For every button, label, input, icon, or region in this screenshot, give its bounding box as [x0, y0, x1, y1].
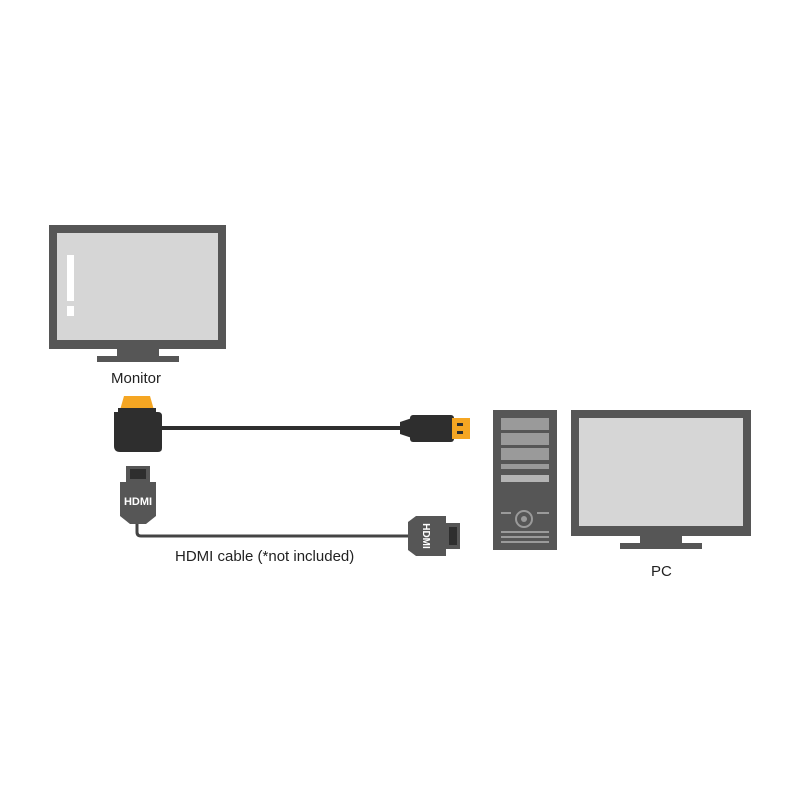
- monitor-screen: [57, 233, 218, 340]
- usb-plug-slot-2: [457, 431, 463, 434]
- hdmi-plug-end-tip-inner: [449, 527, 457, 545]
- hdmi-cable-label: HDMI cable (*not included): [175, 548, 355, 565]
- monitor-neck: [117, 349, 159, 356]
- pc-monitor-screen: [579, 418, 743, 526]
- hdmi-adapter-body: [114, 412, 162, 452]
- adapter-cable: [114, 396, 470, 452]
- hdmi-plug-top-tip-inner: [130, 469, 146, 479]
- pc-tower-vent-left: [501, 512, 511, 514]
- pc-label: PC: [651, 563, 672, 580]
- hdmi-plug-end-label: HDMI: [420, 523, 431, 549]
- pc-tower-power-button-ring: [515, 510, 533, 528]
- hdmi-adapter-gold-tip: [120, 396, 154, 410]
- hdmi-plug-top-label: HDMI: [124, 496, 152, 508]
- pc-tower-power-button: [521, 516, 527, 522]
- pc-monitor: [571, 410, 751, 549]
- pc-tower: [493, 410, 557, 550]
- usb-plug-strain-relief: [400, 418, 412, 438]
- hdmi-plug-end-body: [408, 516, 446, 556]
- monitor-label: Monitor: [111, 370, 162, 387]
- pc-monitor-base: [620, 543, 702, 549]
- hdmi-adapter-collar: [118, 408, 156, 414]
- hdmi-cable-wire: [135, 520, 410, 538]
- usb-plug-gold-tip: [452, 418, 470, 439]
- pc-tower-drive-bay-1: [501, 418, 549, 430]
- hdmi-plug-top-body: [120, 482, 156, 524]
- monitor-device: [49, 225, 226, 362]
- usb-plug-slot-1: [457, 423, 463, 426]
- pc-tower-drive-slot: [501, 475, 549, 482]
- pc-tower-vent-right: [537, 512, 549, 514]
- monitor-highlight-dot: [67, 306, 74, 316]
- monitor-highlight-bar: [67, 255, 74, 301]
- pc-tower-drive-bay-3: [501, 448, 549, 460]
- pc-tower-grille-1: [501, 531, 549, 533]
- pc-tower-grille-3: [501, 541, 549, 543]
- pc-tower-grille-2: [501, 536, 549, 538]
- hdmi-cable: HDMI HDMI: [120, 466, 460, 556]
- usb-plug-body: [410, 415, 454, 442]
- monitor-base: [97, 356, 179, 362]
- pc-tower-drive-bay-2: [501, 433, 549, 445]
- pc-tower-drive-bay-4: [501, 464, 549, 469]
- pc-monitor-neck: [640, 536, 682, 543]
